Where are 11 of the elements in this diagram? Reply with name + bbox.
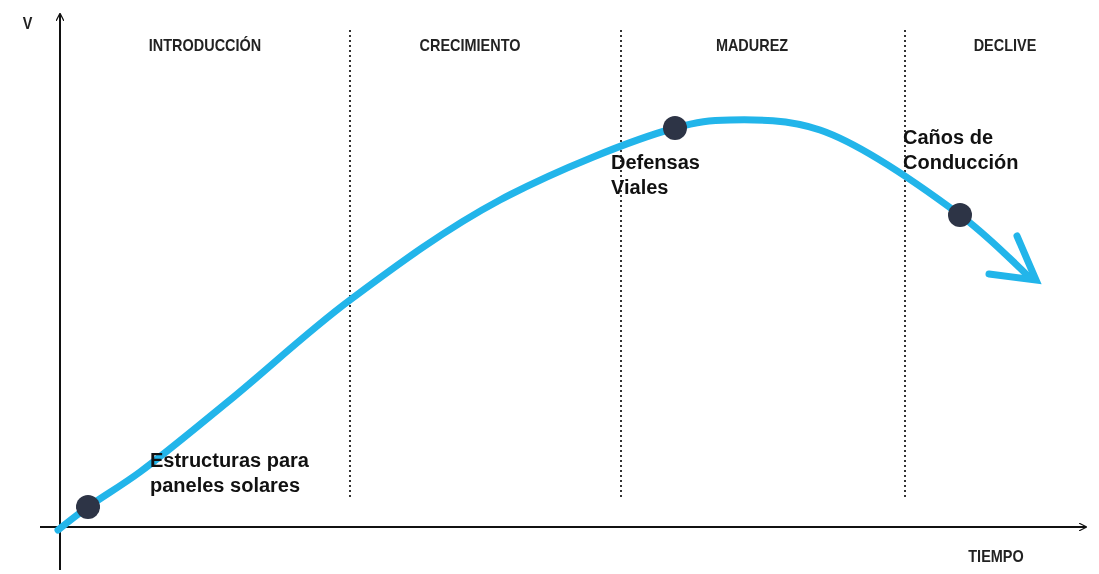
point-marker	[76, 495, 100, 519]
axis-label: TIEMPO	[967, 547, 1025, 567]
stage-label: DECLIVE	[972, 36, 1038, 56]
axis-label: V	[22, 14, 33, 34]
point-label: Defensas Viales	[611, 150, 701, 200]
stage-label: INTRODUCCIÓN	[147, 36, 263, 56]
stage-label: MADUREZ	[714, 36, 790, 56]
stage-label: CRECIMIENTO	[418, 36, 522, 56]
point-label: Caños de Conducción	[903, 125, 1020, 175]
point-marker	[663, 116, 687, 140]
point-marker	[948, 203, 972, 227]
